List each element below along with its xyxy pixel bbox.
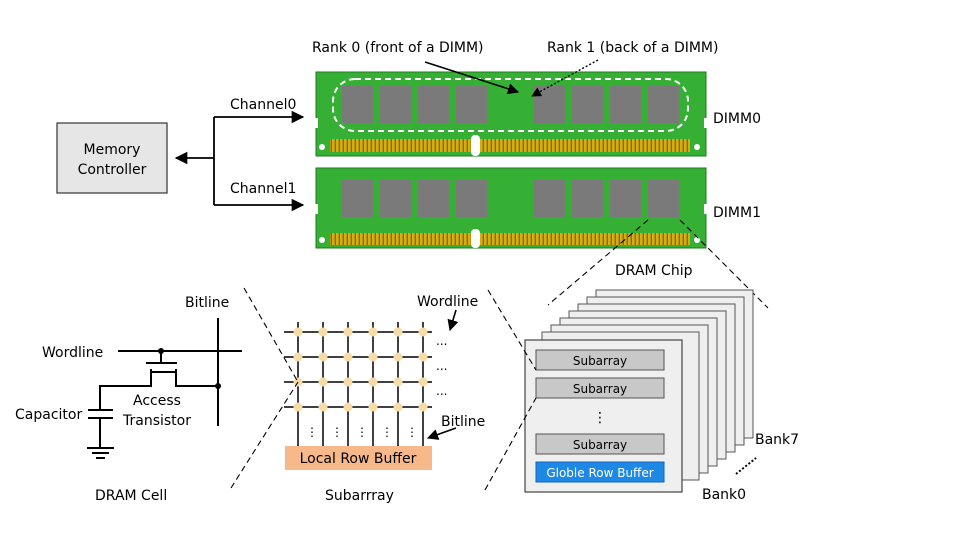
cell-bitline-label: Bitline: [185, 295, 229, 311]
memory-controller: Memory Controller: [56, 122, 168, 194]
dimm1-label: DIMM1: [713, 205, 761, 221]
subarray-column-dots: ⋮ ⋮ ⋮ ⋮ ⋮: [306, 425, 418, 439]
dimm1-gold-contacts: [330, 233, 690, 245]
channel1-label: Channel1: [230, 181, 296, 197]
channel-bus: [174, 110, 305, 212]
bank7-label: Bank7: [755, 432, 799, 448]
rank0-pointer: [424, 61, 520, 95]
cell-transistor-label-line1: Access: [133, 393, 181, 409]
subarray-label-2: Subarray: [573, 382, 627, 396]
local-row-buffer: [285, 446, 432, 470]
cell-wordline-label: Wordline: [42, 345, 103, 361]
cell-zoom-lines: [230, 287, 299, 489]
cell-capacitor-label: Capacitor: [15, 407, 82, 423]
subarray-label-3: Subarray: [573, 438, 627, 452]
subarray-cell-nodes: [293, 327, 428, 412]
rank1-pointer: [531, 59, 599, 97]
subarray-bitline-pointer: [426, 427, 457, 440]
bank-range-dots: [735, 457, 757, 475]
global-row-buffer: [535, 461, 665, 483]
dimm0: [311, 71, 711, 157]
rank1-label: Rank 1 (back of a DIMM): [547, 40, 718, 56]
dimm0-label: DIMM0: [713, 111, 761, 127]
dimm1-memory-chips: [342, 180, 679, 217]
channel0-label: Channel0: [230, 97, 296, 113]
local-row-buffer-label: Local Row Buffer: [300, 451, 417, 467]
dimm1-key-notch: [471, 229, 480, 248]
subarray-row-dots: ... ... ...: [436, 334, 447, 398]
rank0-label: Rank 0 (front of a DIMM): [312, 40, 484, 56]
rank1-dashed-outline: [332, 78, 689, 132]
subarray-wordline-pointer: [447, 309, 459, 332]
dram-chip-title: DRAM Chip: [615, 263, 693, 279]
dimm0-gold-contacts: [330, 139, 690, 152]
dimm0-key-notch: [471, 135, 480, 156]
subarray-wordline-label: Wordline: [417, 294, 478, 310]
bank0-label: Bank0: [702, 487, 746, 503]
dimm1: [311, 167, 711, 249]
svg-text:⋮: ⋮: [381, 425, 393, 439]
cell-transistor-label-line2: Transistor: [122, 413, 191, 429]
svg-text:...: ...: [436, 359, 447, 373]
svg-text:⋮: ⋮: [306, 425, 318, 439]
cell-bitline-junction: [215, 383, 221, 389]
svg-text:...: ...: [436, 384, 447, 398]
dimm1-highlighted-chip: [648, 180, 679, 217]
svg-text:⋮: ⋮: [356, 425, 368, 439]
subarray-title: Subarrray: [325, 488, 394, 504]
svg-text:⋮: ⋮: [406, 425, 418, 439]
dram-cell-title: DRAM Cell: [95, 488, 167, 504]
bank-subarrays: Subarray Subarray ⋮ Subarray Globle Row …: [535, 349, 665, 483]
subarray-bitline-label: Bitline: [441, 414, 485, 430]
global-row-buffer-label: Globle Row Buffer: [546, 466, 653, 480]
svg-text:⋮: ⋮: [331, 425, 343, 439]
dram-cell-schematic: [87, 318, 242, 459]
dimm0-memory-chips: [342, 86, 679, 123]
subarray-zoom-lines: [484, 289, 537, 491]
memory-controller-label-line1: Memory: [84, 142, 141, 158]
subarray-label-1: Subarray: [573, 354, 627, 368]
memory-controller-label-line2: Controller: [78, 162, 147, 178]
svg-text:...: ...: [436, 334, 447, 348]
cell-wordline-junction: [158, 348, 164, 354]
subarray-vertical-dots: ⋮: [593, 410, 607, 426]
